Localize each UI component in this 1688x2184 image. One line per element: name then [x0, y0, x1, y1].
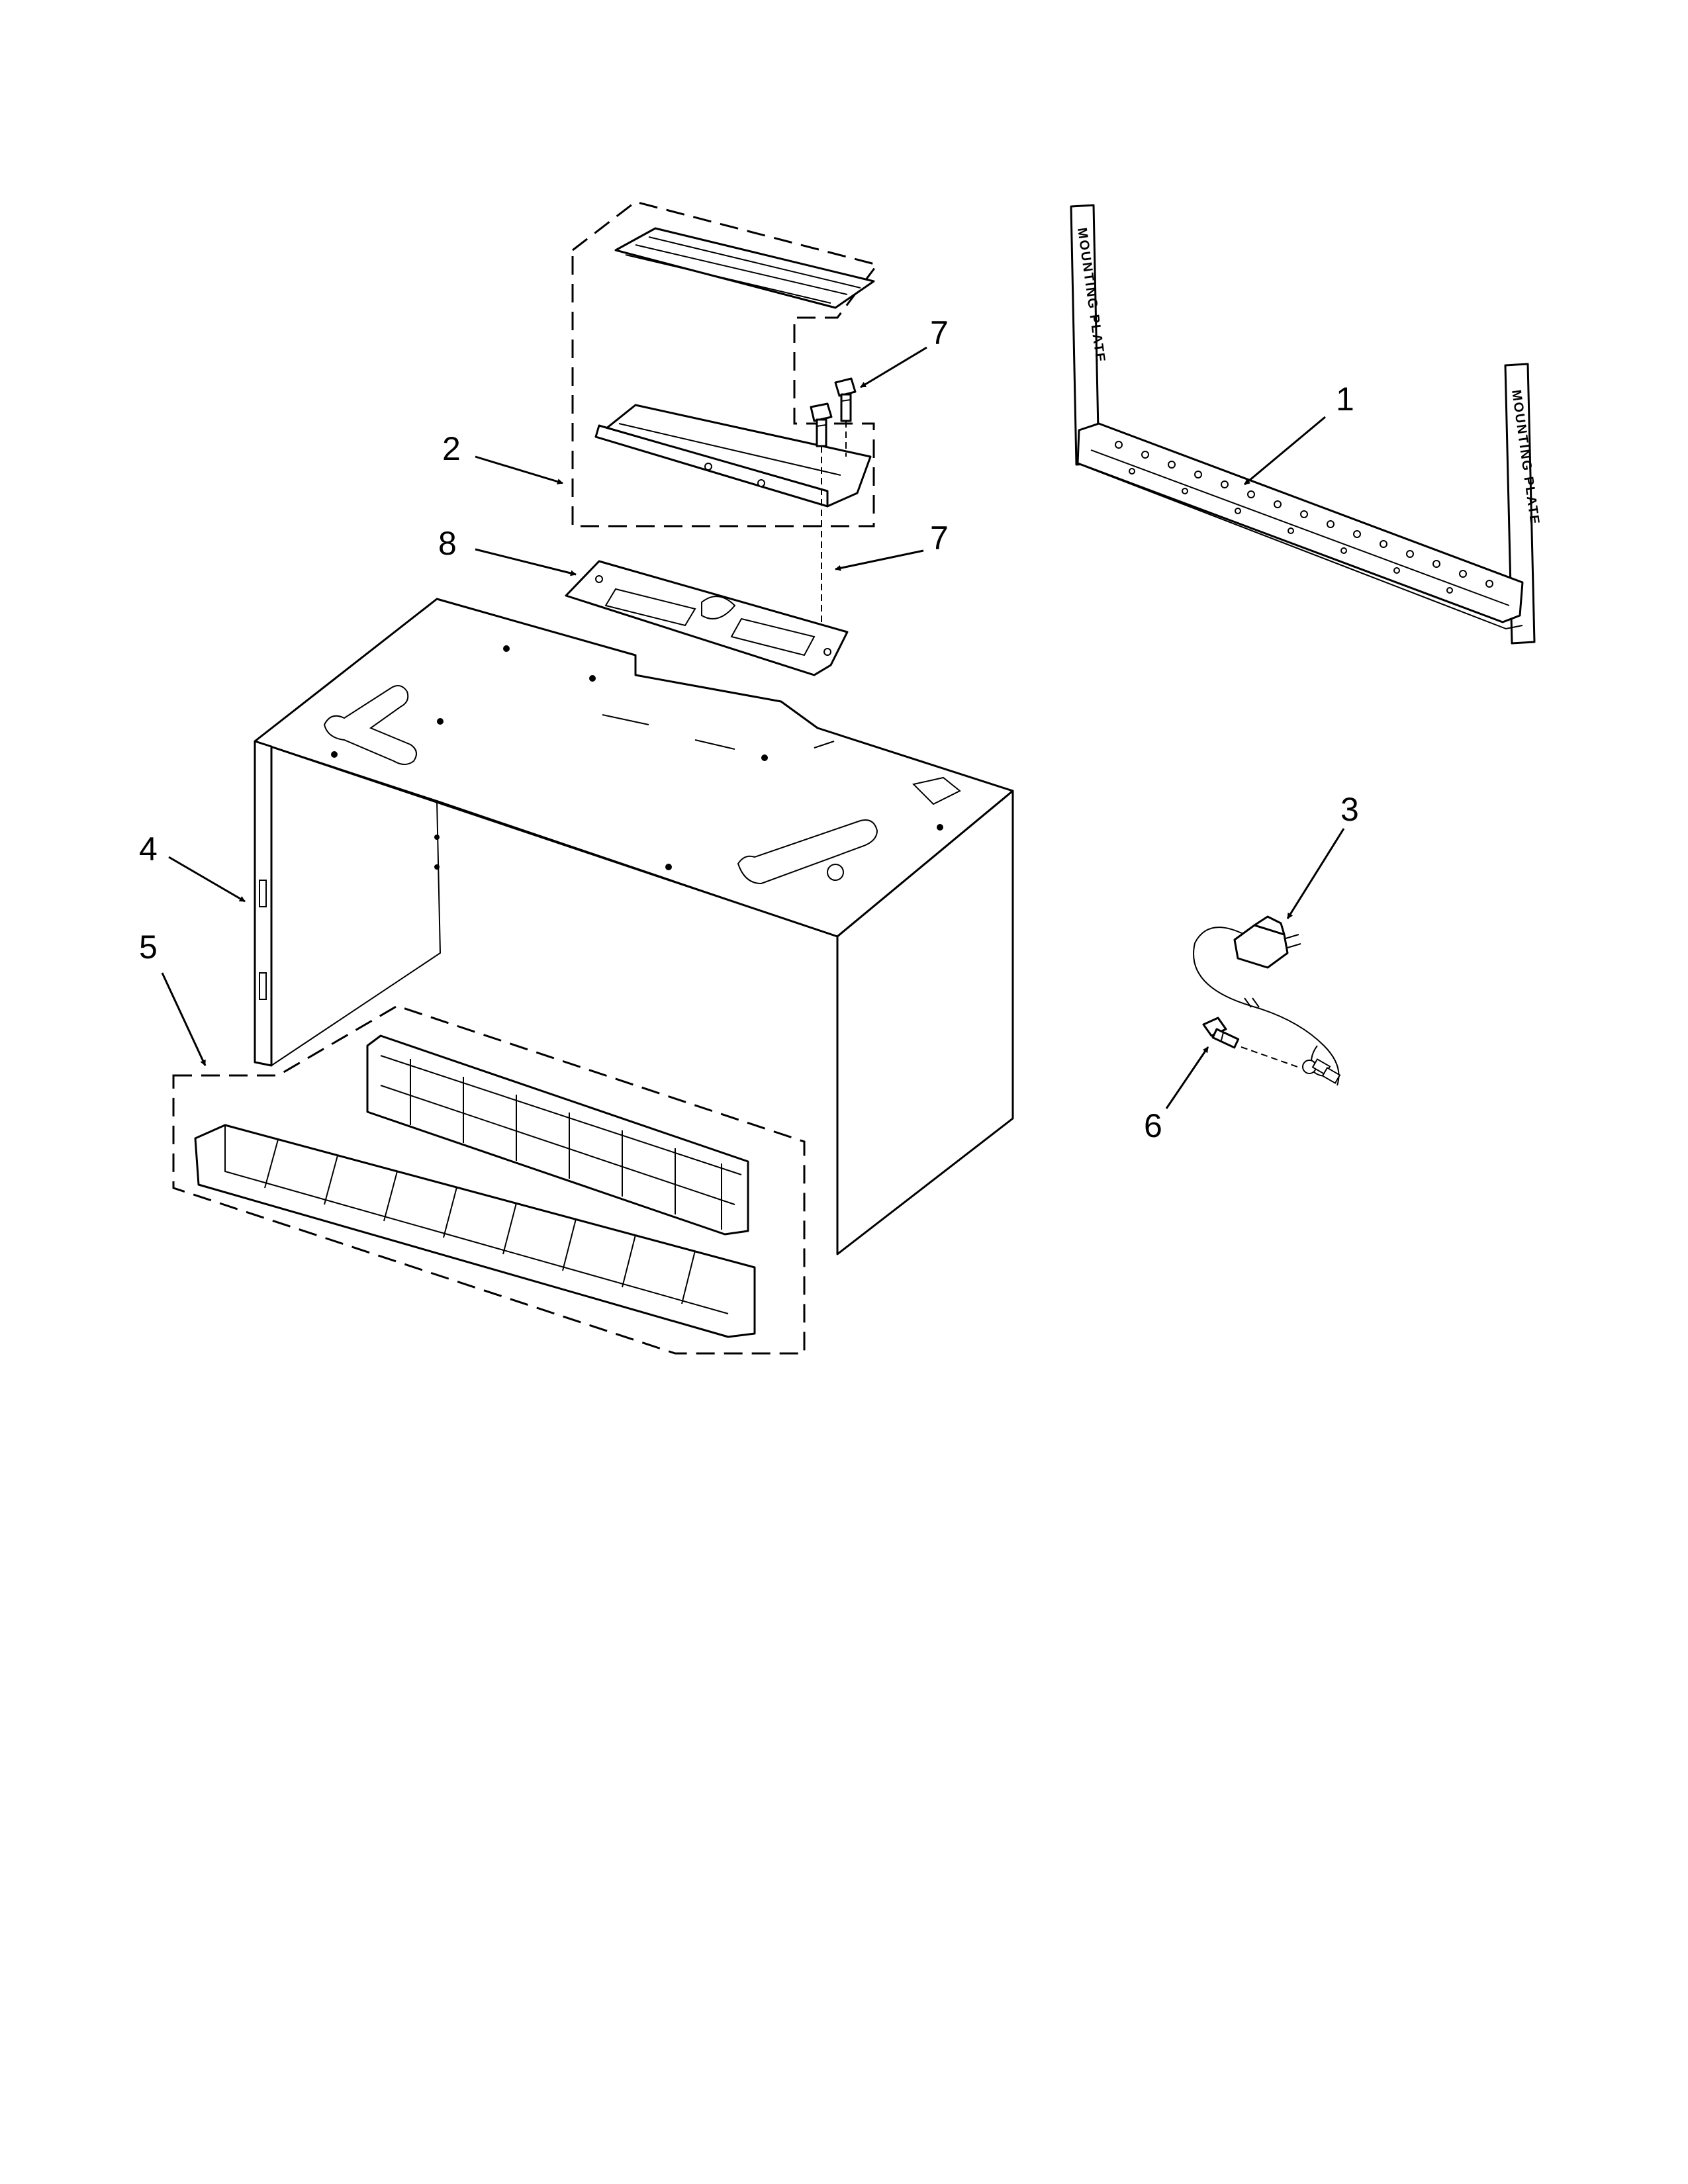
filter-part — [366, 1034, 749, 1236]
screw-upper-part — [834, 377, 857, 457]
mounting-plate-part: MOUNTING PLATE MOUNTING PLATE — [1070, 204, 1542, 645]
assembly-2-boundary — [571, 201, 879, 527]
callout-4: 4 — [139, 831, 158, 868]
leader-6 — [1165, 1046, 1209, 1109]
leader-8 — [475, 548, 577, 576]
callout-2: 2 — [442, 430, 461, 467]
leader-1 — [1244, 416, 1326, 486]
callout-7-lower: 7 — [930, 520, 949, 557]
filter-slats — [410, 1059, 722, 1230]
grille-part — [194, 1124, 756, 1338]
callout-1: 1 — [1336, 381, 1354, 418]
callout-3: 3 — [1340, 791, 1359, 828]
grille-dividers — [264, 1139, 696, 1304]
power-cord-part — [1193, 915, 1341, 1086]
leader-7-upper — [860, 346, 927, 388]
callout-8: 8 — [438, 525, 457, 562]
leader-3 — [1286, 828, 1345, 919]
callout-5: 5 — [139, 929, 158, 966]
vent-damper-part — [614, 227, 875, 309]
screw-lower-part — [810, 402, 833, 652]
leader-2 — [475, 455, 563, 484]
rail-holes — [1115, 441, 1493, 594]
damper-tray-part — [594, 404, 872, 508]
leader-5 — [161, 972, 207, 1066]
cabinet-part — [254, 598, 1014, 1255]
leader-7-lower — [835, 549, 924, 571]
ground-screw-part — [1202, 1017, 1298, 1068]
callout-6: 6 — [1144, 1107, 1162, 1144]
top-plate-part — [565, 560, 849, 676]
callout-7-upper: 7 — [930, 314, 949, 351]
leader-4 — [168, 856, 246, 903]
assembly-5-boundary — [172, 1005, 806, 1355]
